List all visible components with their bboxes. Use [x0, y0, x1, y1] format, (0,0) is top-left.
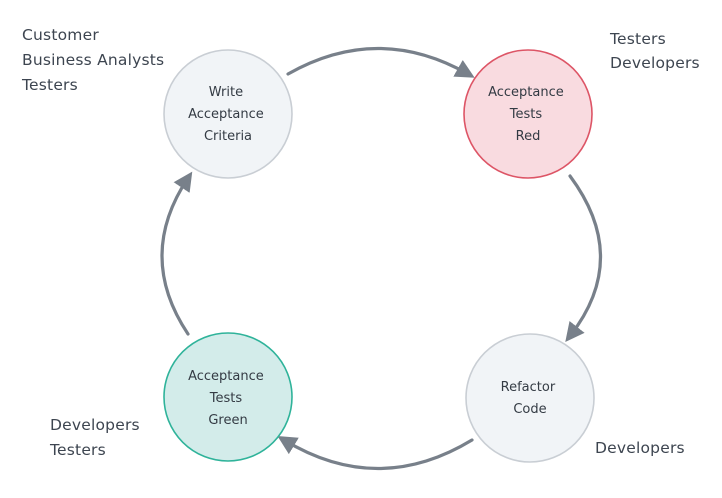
role-testers: Testers	[609, 30, 666, 48]
node-write-circle	[163, 49, 293, 179]
node-red-line-1: Acceptance	[488, 85, 564, 100]
role-developers: Developers	[610, 54, 700, 72]
node-green-line-1: Acceptance	[188, 369, 264, 384]
role-customer: Customer	[22, 26, 99, 44]
arrow-write-to-red	[286, 47, 475, 78]
role-testers: Testers	[49, 441, 106, 459]
role-developers: Developers	[50, 416, 140, 434]
role-business-analysts: Business Analysts	[22, 51, 164, 69]
node-green-label: Acceptance Tests Green	[188, 369, 268, 428]
node-write-label: Write Acceptance Criteria	[188, 85, 268, 144]
node-red-circle	[463, 49, 593, 179]
role-developers: Developers	[595, 439, 685, 457]
roles-bottom-right: Developers	[595, 439, 685, 457]
node-red-label: Acceptance Tests Red	[488, 85, 568, 144]
arrow-green-to-write	[160, 171, 193, 336]
node-acceptance-tests-red: Acceptance Tests Red	[463, 49, 593, 179]
node-refactor-circle	[465, 333, 595, 463]
node-red-line-2: Tests	[509, 107, 543, 122]
node-refactor-label: Refactor Code	[501, 380, 560, 417]
arrow-red-to-refactor	[565, 174, 603, 343]
node-write-line-2: Acceptance	[188, 107, 264, 122]
node-refactor-line-2: Code	[513, 402, 546, 417]
node-write-line-3: Criteria	[204, 129, 252, 144]
node-red-line-3: Red	[516, 129, 541, 144]
node-green-circle	[163, 332, 293, 462]
node-green-line-2: Tests	[209, 391, 243, 406]
node-write-acceptance-criteria: Write Acceptance Criteria	[163, 49, 293, 179]
node-acceptance-tests-green: Acceptance Tests Green	[163, 332, 293, 462]
node-write-line-1: Write	[209, 85, 243, 100]
roles-top-right: Testers Developers	[609, 30, 700, 72]
roles-bottom-left: Developers Testers	[49, 416, 145, 459]
node-refactor-code: Refactor Code	[465, 333, 595, 463]
role-testers: Testers	[21, 76, 78, 94]
roles-top-left: Customer Business Analysts Testers	[21, 26, 169, 94]
node-refactor-line-1: Refactor	[501, 380, 556, 395]
node-green-line-3: Green	[208, 413, 247, 428]
arrow-refactor-to-green	[277, 436, 474, 470]
